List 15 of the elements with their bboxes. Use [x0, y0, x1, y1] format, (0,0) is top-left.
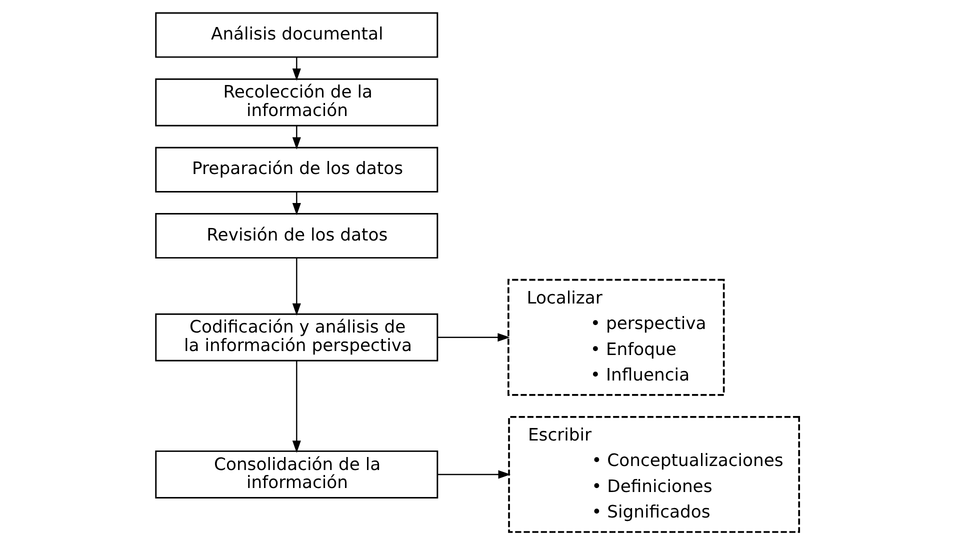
node-box: Recolección de la información [155, 78, 438, 126]
node-box: Análisis documental [155, 12, 438, 58]
arrow [292, 360, 301, 453]
node-box: Codificación y análisis de la información perspectiva [155, 313, 438, 362]
node-box: Revisión de los datos [155, 213, 438, 259]
arrow [292, 258, 301, 316]
node-box: Consolidación de la información [155, 450, 438, 498]
node-box: Localizar • perspectiva • Enfoque • Influencia [507, 278, 725, 396]
arrow [292, 192, 301, 216]
node-box: Escribir • Conceptualizaciones • Definiciones • Significados [508, 416, 800, 533]
arrow [438, 333, 510, 342]
arrow [438, 470, 511, 479]
node-box: Preparación de los datos [155, 146, 438, 192]
arrow [292, 57, 301, 81]
arrow [292, 126, 301, 150]
